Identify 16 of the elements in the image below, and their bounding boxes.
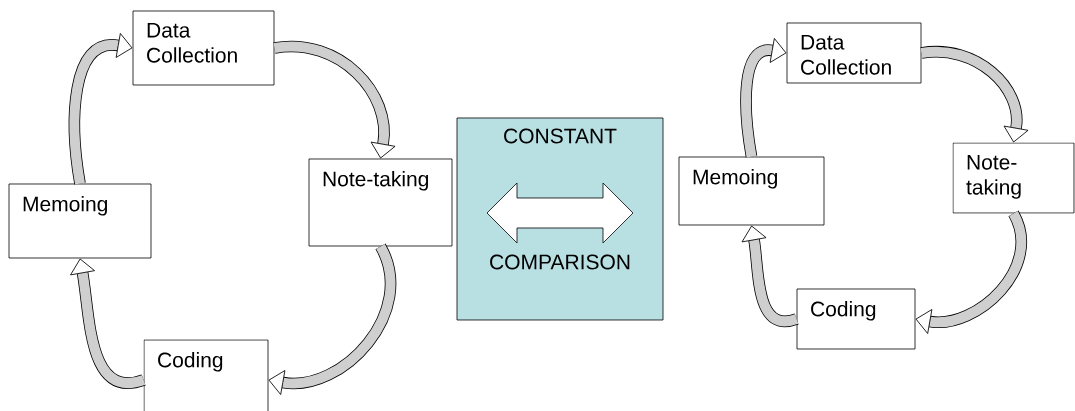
curved-arrow — [740, 38, 787, 158]
curved-arrow — [741, 225, 798, 327]
process-box: Note-taking — [952, 142, 1075, 214]
process-box: Coding — [796, 288, 916, 350]
curved-arrow — [920, 45, 1029, 143]
process-box: Note-taking — [308, 158, 453, 247]
process-box: Data Collection — [786, 22, 922, 84]
curved-arrow — [70, 258, 145, 389]
curved-arrow — [273, 40, 396, 159]
process-box: Coding — [143, 339, 269, 411]
curved-arrow — [68, 33, 133, 185]
process-box: Memoing — [678, 156, 825, 226]
process-box: Memoing — [8, 183, 152, 259]
curved-arrow — [915, 211, 1027, 334]
curved-arrow — [268, 244, 397, 395]
process-box: Data Collection — [132, 10, 275, 86]
